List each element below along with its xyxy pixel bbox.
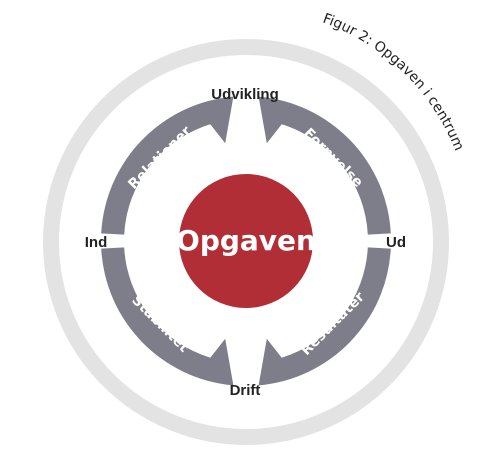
segment-resultater bbox=[258, 247, 391, 386]
figure-caption-path: Figur 2: Opgaven i centrum bbox=[321, 11, 467, 153]
segment-relationer bbox=[101, 96, 234, 235]
center-circle bbox=[179, 174, 313, 308]
outer-ring bbox=[43, 39, 449, 445]
center-label: Opgaven bbox=[176, 224, 316, 257]
direction-label-bottom: Drift bbox=[230, 382, 261, 399]
figure-caption: Figur 2: Opgaven i centrum bbox=[321, 11, 467, 153]
direction-label-right: Ud bbox=[386, 234, 406, 251]
direction-label-left: Ind bbox=[85, 234, 108, 251]
direction-label-top: Udvikling bbox=[211, 86, 279, 103]
segment-stabilitet bbox=[101, 247, 234, 386]
segment-fornyelse bbox=[258, 96, 391, 235]
